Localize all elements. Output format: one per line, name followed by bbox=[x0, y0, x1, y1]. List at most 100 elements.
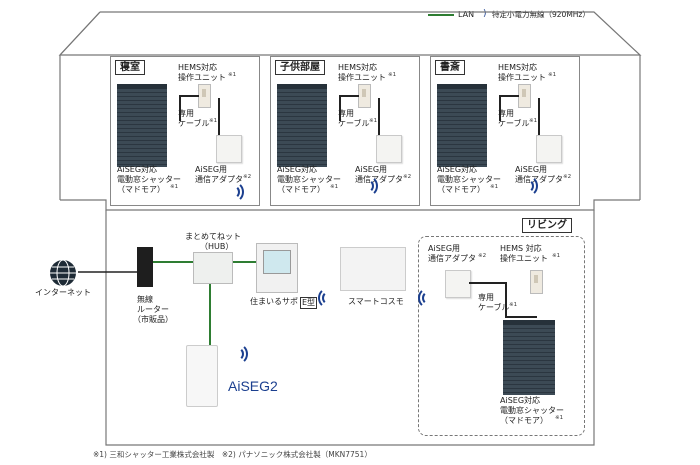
note-2: ※2 bbox=[478, 253, 487, 259]
note-2: ※2 bbox=[243, 174, 252, 180]
hems-unit bbox=[198, 84, 211, 108]
cable-line bbox=[339, 95, 341, 121]
cable-label-2: ケーブル bbox=[178, 119, 210, 128]
note-1: ※1 bbox=[548, 72, 557, 78]
smart-cosmo bbox=[340, 247, 406, 291]
adapter bbox=[216, 135, 242, 163]
cable-line bbox=[499, 95, 519, 97]
hems-unit-label: HEMS対応 bbox=[178, 63, 218, 72]
note-1: ※1 bbox=[330, 184, 339, 190]
note-1: ※1 bbox=[388, 72, 397, 78]
cable-line bbox=[505, 316, 537, 318]
hems-unit bbox=[518, 84, 531, 108]
hems-unit-label-2: 操作ユニット bbox=[338, 73, 386, 82]
shutter bbox=[503, 320, 555, 395]
wireless-icon bbox=[360, 178, 372, 198]
lan-legend-label: LAN bbox=[458, 10, 475, 19]
hems-unit-label: HEMS対応 bbox=[338, 63, 378, 72]
router-label-3: （市販品） bbox=[133, 315, 173, 324]
shutter-label-3: （マドモア） bbox=[437, 185, 485, 194]
adapter-label: AiSEG用 bbox=[355, 165, 388, 174]
cable-line bbox=[505, 282, 507, 318]
panel-label: 住まいるサポ bbox=[250, 297, 298, 306]
shutter-label-2: 電動窓シャッター bbox=[437, 175, 501, 184]
cable-label: 専用 bbox=[498, 109, 514, 118]
shutter-label: AiSEG対応 bbox=[437, 165, 478, 174]
hems-unit bbox=[530, 270, 543, 294]
shutter-label-3: （マドモア） bbox=[117, 185, 165, 194]
adapter-label: AiSEG用 bbox=[515, 165, 548, 174]
cable-label: 専用 bbox=[178, 109, 194, 118]
note-2: ※2 bbox=[403, 174, 412, 180]
shutter-label: AiSEG対応 bbox=[117, 165, 158, 174]
note-1: ※1 bbox=[228, 72, 237, 78]
note-1: ※1 bbox=[529, 118, 538, 124]
aiseg2-device bbox=[186, 345, 218, 407]
shutter-label-3: （マドモア） bbox=[277, 185, 325, 194]
note-1: ※1 bbox=[552, 253, 561, 259]
cable-line bbox=[538, 98, 540, 138]
cable-line bbox=[179, 95, 199, 97]
note-1: ※1 bbox=[209, 118, 218, 124]
shutter-label-2: 電動窓シャッター bbox=[500, 406, 564, 415]
shutter-label-2: 電動窓シャッター bbox=[117, 175, 181, 184]
cable-label-2: ケーブル bbox=[338, 119, 370, 128]
adapter-label: AiSEG用 bbox=[195, 165, 228, 174]
hems-unit-label: HEMS 対応 bbox=[500, 244, 542, 253]
shutter-label-2: 電動窓シャッター bbox=[277, 175, 341, 184]
note-1: ※1 bbox=[369, 118, 378, 124]
living-shutter-area bbox=[418, 236, 585, 436]
wireless-icon bbox=[226, 184, 238, 204]
panel-screen bbox=[263, 250, 291, 274]
room-title: リビング bbox=[522, 218, 572, 233]
shutter-label: AiSEG対応 bbox=[277, 165, 318, 174]
adapter bbox=[445, 270, 471, 298]
adapter-label: AiSEG用 bbox=[428, 244, 461, 253]
adapter-label-2: 通信アダプタ bbox=[195, 175, 243, 184]
globe-icon bbox=[50, 259, 76, 287]
wireless-icon bbox=[324, 286, 336, 306]
footnote: ※1) 三和シャッター工業株式会社製 ※2) パナソニック株式会社製（MKN77… bbox=[93, 450, 372, 459]
shutter-label-3: （マドモア） bbox=[500, 416, 548, 425]
adapter bbox=[536, 135, 562, 163]
cable-line bbox=[499, 95, 501, 121]
wireless-icon bbox=[230, 346, 242, 366]
adapter-label-2: 通信アダプタ bbox=[355, 175, 403, 184]
room-title: 寝室 bbox=[115, 60, 145, 75]
hub bbox=[193, 252, 233, 284]
cable-label-2: ケーブル bbox=[498, 119, 530, 128]
router bbox=[137, 247, 153, 287]
internet-label: インターネット bbox=[35, 288, 91, 297]
hub-label: まとめてねット bbox=[185, 232, 241, 241]
panel-monitor bbox=[256, 243, 298, 293]
note-1: ※1 bbox=[509, 302, 518, 308]
shutter bbox=[277, 84, 327, 167]
hems-unit-label-2: 操作ユニット bbox=[498, 73, 546, 82]
adapter-label-2: 通信アダプタ bbox=[515, 175, 563, 184]
smart-cosmo-label: スマートコスモ bbox=[348, 297, 404, 306]
shutter bbox=[117, 84, 167, 167]
note-1: ※1 bbox=[555, 415, 564, 421]
note-1: ※1 bbox=[170, 184, 179, 190]
hems-unit bbox=[358, 84, 371, 108]
adapter bbox=[376, 135, 402, 163]
hems-unit-label-2: 操作ユニット bbox=[178, 73, 226, 82]
wireless-legend-label: 特定小電力無線（920MHz） bbox=[492, 10, 590, 19]
shutter-label: AiSEG対応 bbox=[500, 396, 541, 405]
note-2: ※2 bbox=[563, 174, 572, 180]
hems-unit-label: HEMS対応 bbox=[498, 63, 538, 72]
room-title: 書斎 bbox=[435, 60, 465, 75]
panel-type: E型 bbox=[300, 297, 318, 309]
aiseg2-label: AiSEG2 bbox=[228, 378, 278, 394]
router-label-2: ルーター bbox=[137, 305, 169, 314]
cable-line bbox=[218, 98, 220, 138]
cable-label: 専用 bbox=[338, 109, 354, 118]
wireless-icon bbox=[424, 286, 436, 306]
cable-label: 専用 bbox=[478, 293, 494, 302]
router-label: 無線 bbox=[137, 295, 153, 304]
room-frame bbox=[430, 56, 580, 206]
room-frame bbox=[110, 56, 260, 206]
hems-unit-label-2: 操作ユニット bbox=[500, 254, 548, 263]
adapter-label-2: 通信アダプタ bbox=[428, 254, 476, 263]
